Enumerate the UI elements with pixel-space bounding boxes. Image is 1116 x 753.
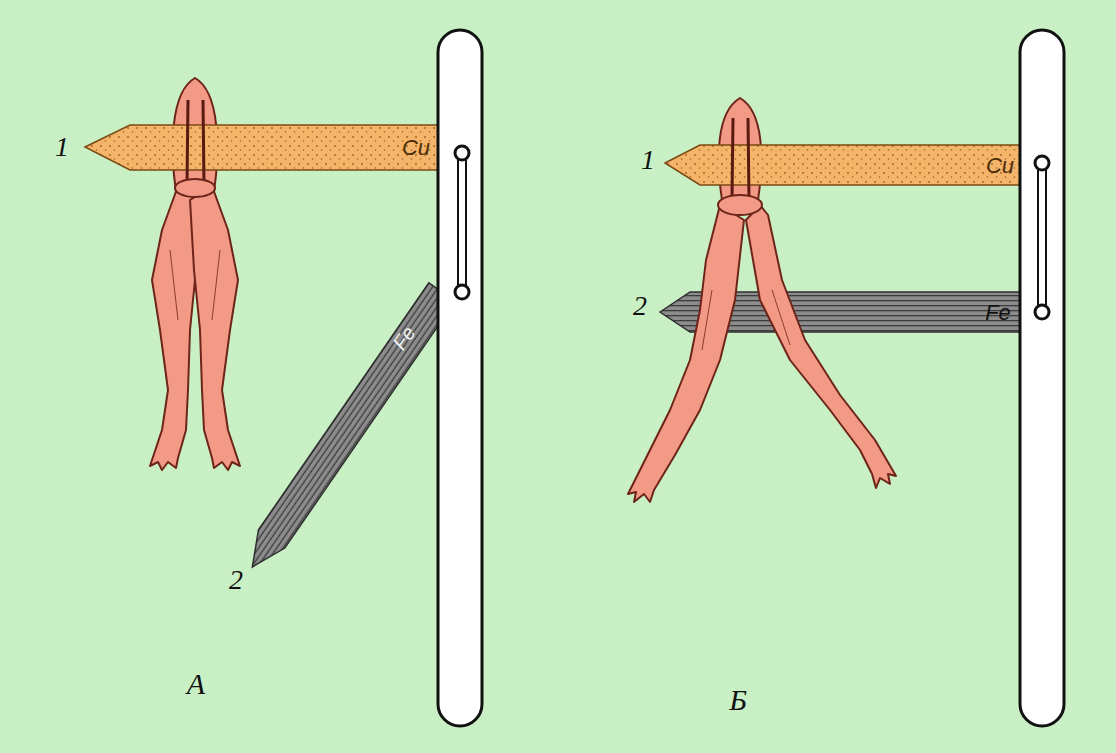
element-symbol: Fe: [389, 323, 419, 354]
copper-rod: [665, 145, 1025, 185]
frog-legs: [150, 179, 240, 470]
element-symbol: Fe: [985, 302, 1011, 324]
copper-rod: [85, 125, 445, 170]
frog-legs: [628, 195, 896, 502]
callout-number: 1: [641, 146, 655, 174]
element-symbol: Cu: [986, 155, 1014, 177]
support-stand: [1020, 30, 1064, 726]
iron-rod: [239, 283, 455, 576]
callout-number: 2: [633, 292, 647, 320]
frog-nerve-strands: [187, 100, 204, 185]
panel-letter: А: [187, 669, 205, 699]
panel-letter: Б: [729, 685, 747, 715]
callout-number: 1: [55, 133, 69, 161]
element-symbol: Cu: [402, 137, 430, 159]
frog-nerve-strands: [732, 118, 749, 200]
callout-number: 2: [229, 566, 243, 594]
support-stand: [438, 30, 482, 726]
